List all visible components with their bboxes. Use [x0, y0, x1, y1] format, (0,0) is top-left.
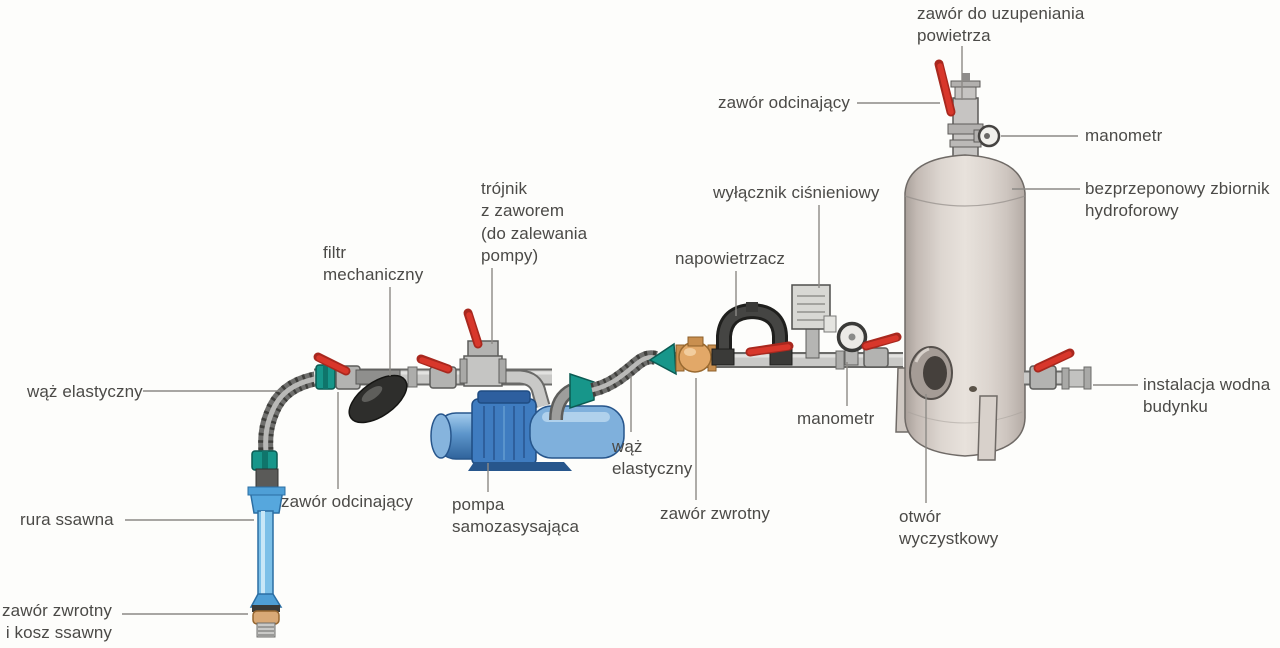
tank-inlet-valve-illustration: [861, 332, 902, 368]
label-cleanout-opening: otwór wyczystkowy: [899, 507, 999, 549]
mechanical-filter-illustration: [348, 369, 408, 424]
teal-coupler-pump-outlet-illustration: [569, 372, 595, 410]
air-fill-valve-illustration: [934, 59, 984, 161]
suction-pipe-illustration: [257, 510, 274, 598]
label-mechanical-filter: filtr mechaniczny: [323, 243, 424, 285]
building-outlet-illustration: [1024, 348, 1092, 390]
label-pressure-tank: bezprzeponowy zbiornik hydroforowy: [1085, 179, 1270, 221]
label-manometer-top: manometr: [1085, 126, 1163, 145]
flexible-hose-left-illustration: [258, 370, 322, 453]
label-foot-valve: zawór zwrotny i kosz ssawny: [2, 601, 112, 643]
label-check-valve-middle: zawór zwrotny: [660, 504, 770, 523]
flexible-hose-middle-illustration: [590, 350, 658, 397]
teal-cone-connector-illustration: [648, 342, 677, 376]
tee-with-valve-illustration: [459, 308, 507, 387]
label-tee-with-valve: trójnik z zaworem (do zalewania pompy): [481, 179, 588, 266]
valve-before-tee-illustration: [416, 354, 457, 389]
pump-illustration: [430, 383, 625, 471]
label-aerator: napowietrzacz: [675, 249, 785, 268]
foot-valve-illustration: [249, 593, 283, 638]
label-flexible-hose-middle: wąż elastyczny: [612, 437, 693, 479]
label-shutoff-valve-top: zawór odcinający: [718, 93, 850, 112]
label-shutoff-valve-bottom: zawór odcinający: [281, 492, 413, 511]
aerator-illustration: [711, 302, 794, 366]
leader-lines: [122, 46, 1138, 615]
label-pressure-switch: wyłącznik ciśnieniowy: [713, 183, 880, 202]
label-flexible-hose-left: wąż elastyczny: [27, 382, 143, 401]
pressure-switch-illustration: [791, 284, 837, 359]
cleanout-opening-illustration: [909, 346, 953, 400]
label-suction-pipe: rura ssawna: [20, 510, 114, 529]
label-air-fill-valve: zawór do uzupeniania powietrza: [917, 4, 1085, 46]
label-manometer-middle: manometr: [797, 409, 875, 428]
suction-connector-illustration: [247, 450, 286, 514]
label-pump: pompa samozasysająca: [452, 495, 580, 537]
manometer-middle-illustration: [836, 321, 868, 366]
pressure-tank-illustration: [895, 154, 1026, 461]
check-valve-middle-illustration: [675, 336, 717, 373]
manometer-top-illustration: [973, 124, 1001, 148]
label-building-water: instalacja wodna budynku: [1143, 375, 1271, 417]
shutoff-valve-bottom-illustration: [313, 352, 361, 390]
